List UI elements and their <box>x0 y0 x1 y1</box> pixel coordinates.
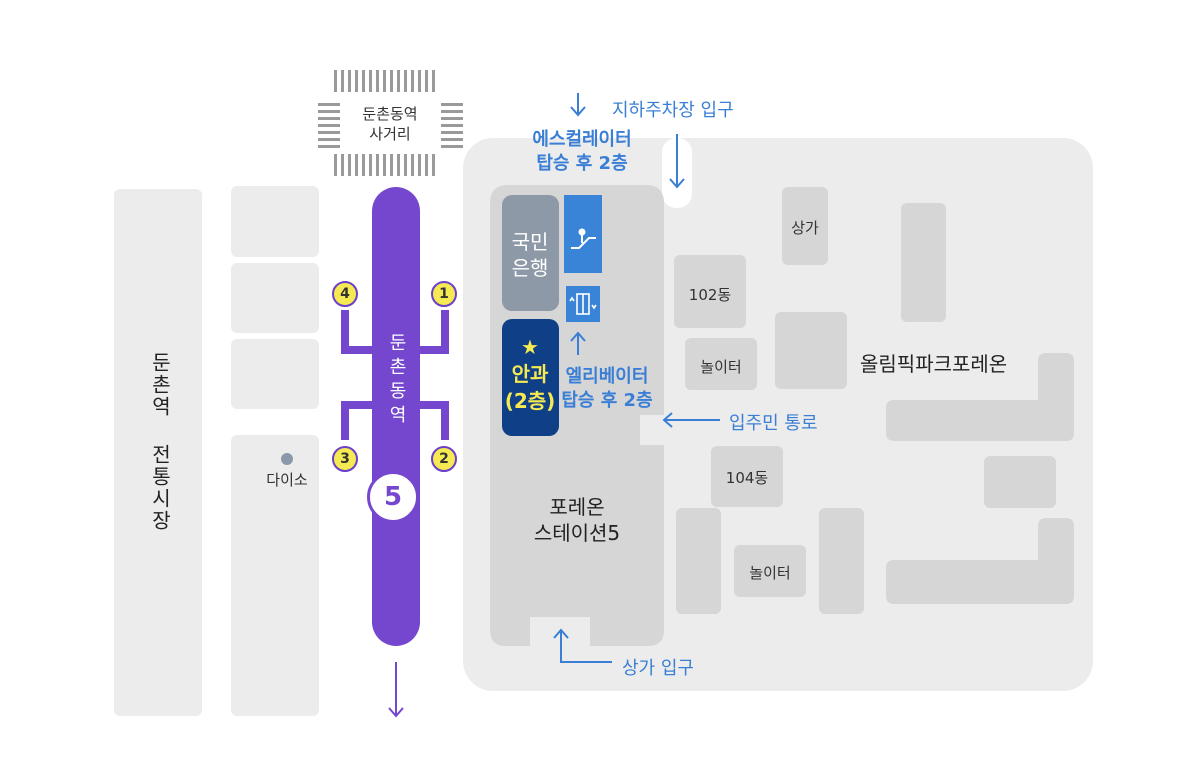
bank-box <box>502 195 559 311</box>
clinic-line1: 안과 <box>511 362 549 386</box>
building-narrow-2 <box>819 508 864 614</box>
market-block <box>114 189 202 716</box>
market-label: 둔촌역 전통시장 <box>148 352 172 532</box>
exit-connectors <box>341 310 449 440</box>
playground2-area <box>734 545 806 597</box>
crosswalk-right <box>441 103 463 148</box>
building-tall <box>901 203 946 322</box>
elevator-line2: 탑승 후 2층 <box>561 390 653 411</box>
playground1-area <box>685 338 757 390</box>
crosswalk-top <box>334 70 435 92</box>
escalator-label: 에스컬레이터 탑승 후 2층 <box>532 128 631 176</box>
complex-name-label: 올림픽파크포레온 <box>860 352 1008 376</box>
intersection-line1: 둔촌동역 <box>362 105 418 123</box>
building-line1: 포레온 <box>549 495 605 519</box>
parking-arrow-small-icon <box>570 93 586 117</box>
station-name: 둔촌동역 <box>386 333 407 429</box>
building-label: 포레온 스테이션5 <box>534 494 620 546</box>
dong104-label: 104동 <box>725 469 769 487</box>
block-4 <box>231 435 319 716</box>
dong104-building <box>711 446 783 507</box>
store-building <box>782 187 828 265</box>
playground1-label: 놀이터 <box>700 358 742 376</box>
exit-1-badge[interactable]: 1 <box>431 281 457 307</box>
dong102-label: 102동 <box>688 286 732 304</box>
building-l-shape-1 <box>886 353 1074 441</box>
crosswalk-bottom <box>334 154 435 176</box>
shop-entrance-label: 상가 입구 <box>622 658 694 679</box>
daiso-label: 다이소 <box>266 471 308 489</box>
bank-label: 국민 은행 <box>512 229 549 281</box>
dong102-building <box>674 255 746 328</box>
daiso-marker <box>281 453 293 465</box>
elevator-arrow-icon <box>570 331 586 355</box>
crosswalk-left <box>318 103 340 148</box>
escalator-line1: 에스컬레이터 <box>532 129 632 150</box>
elevator-icon <box>569 293 597 315</box>
elevator-label: 엘리베이터 탑승 후 2층 <box>561 365 652 413</box>
shop-entrance-arrow-icon <box>553 628 612 663</box>
building-l-shape-2 <box>886 518 1074 604</box>
block-3 <box>231 339 319 409</box>
intersection-label: 둔촌동역 사거리 <box>362 104 417 144</box>
block-1 <box>231 186 319 257</box>
building-small <box>984 456 1056 508</box>
intersection-line2: 사거리 <box>369 125 411 143</box>
resident-path-arrow-icon <box>662 412 720 428</box>
building-square <box>775 312 847 389</box>
parking-entrance-label: 지하주차장 입구 <box>612 100 734 121</box>
resident-path-label: 입주민 통로 <box>729 413 818 434</box>
parking-arrow-icon <box>669 134 685 189</box>
escalator-line2: 탑승 후 2층 <box>536 153 628 174</box>
bank-line1: 국민 <box>511 230 549 254</box>
station-body <box>372 187 420 646</box>
star-icon: ★ <box>521 335 539 359</box>
playground2-label: 놀이터 <box>749 564 791 582</box>
line-number-badge: 5 <box>367 471 419 523</box>
store-label: 상가 <box>791 219 819 237</box>
building-line2: 스테이션5 <box>533 521 621 545</box>
clinic-box <box>502 319 559 436</box>
station-down-arrow-icon <box>388 662 404 718</box>
bank-line2: 은행 <box>511 256 549 280</box>
clinic-label: ★ 안과 (2층) <box>505 334 556 415</box>
exit-3-badge[interactable]: 3 <box>332 446 358 472</box>
exit-2-badge[interactable]: 2 <box>431 446 457 472</box>
exit-4-badge[interactable]: 4 <box>332 281 358 307</box>
block-2 <box>231 263 319 333</box>
elevator-line1: 엘리베이터 <box>565 366 649 387</box>
building-narrow-1 <box>676 508 721 614</box>
escalator-icon <box>571 228 596 249</box>
clinic-line2: (2층) <box>504 389 556 413</box>
